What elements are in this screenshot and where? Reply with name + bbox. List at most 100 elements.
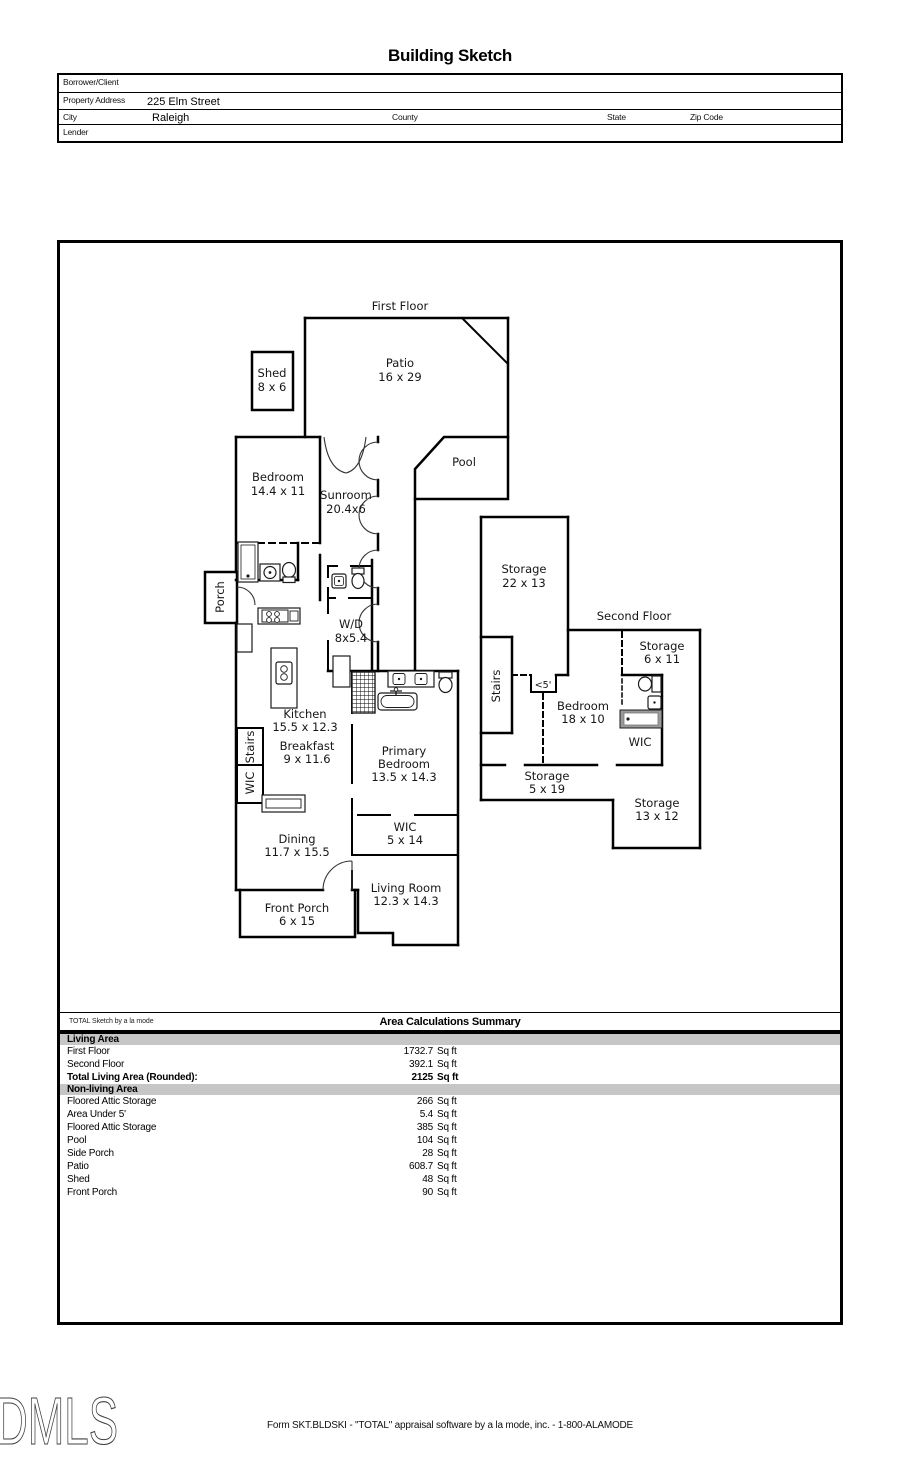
room-dims-patio: 16 x 29 [378, 370, 421, 384]
room-label-stairs2: Stairs [489, 670, 503, 703]
area-row: 385 Floored Attic Storage Sq ft [67, 1122, 457, 1133]
room-label-storage5: Storage [525, 769, 570, 783]
summary-title: Area Calculations Summary [379, 1016, 521, 1028]
kitchen-island-cooktop-icon [270, 647, 298, 709]
room-label-pool: Pool [452, 455, 476, 469]
double-vanity-icon [387, 670, 435, 688]
stove-icon [257, 607, 301, 625]
county-label: County [392, 112, 418, 122]
room-label-kitchen: Kitchen [283, 707, 326, 721]
room-dims-breakfast: 9 x 11.6 [283, 752, 330, 766]
front-door-arc [322, 860, 353, 891]
room-label-front-porch: Front Porch [265, 901, 329, 915]
form-footer: Form SKT.BLDSKI - "TOTAL" appraisal soft… [266, 1420, 634, 1431]
room-dims-primary: 13.5 x 14.3 [371, 770, 436, 784]
room-label-storage13: Storage [635, 796, 680, 810]
toilet-icon [438, 671, 453, 694]
sink-icon [259, 563, 281, 582]
bathtub-icon [377, 687, 418, 711]
area-row: 90 Front Porch Sq ft [67, 1187, 457, 1198]
zip-label: Zip Code [690, 112, 723, 122]
summary-divider [60, 1030, 840, 1034]
room-label-bedroom1: Bedroom [252, 470, 304, 484]
room-labels: First Floor Patio 16 x 29 Shed 8 x 6 Poo… [213, 299, 685, 928]
area-row: 28 Side Porch Sq ft [67, 1148, 457, 1159]
bathtub-icon [619, 709, 663, 729]
sink-icon [331, 573, 347, 589]
door-arcs [236, 436, 379, 891]
sink-icon [647, 695, 662, 710]
total-sketch-watermark: TOTAL Sketch by a la mode [69, 1018, 154, 1025]
second-floor-title: Second Floor [597, 609, 672, 623]
room-label-wic1: WIC [243, 772, 257, 795]
row-borrower: Borrower/Client [59, 75, 841, 92]
sketch-box: First Floor Patio 16 x 29 Shed 8 x 6 Poo… [57, 240, 843, 1325]
room-label-wic2: WIC [394, 820, 417, 834]
row-property-address: Property Address 225 Elm Street [59, 92, 841, 109]
state-label: State [607, 112, 626, 122]
room-label-living: Living Room [371, 881, 442, 895]
room-label-breakfast: Breakfast [280, 739, 335, 753]
toilet-icon [351, 567, 365, 590]
fridge-icon [332, 655, 351, 688]
property-address-label: Property Address [63, 95, 125, 105]
room-label-stairs1: Stairs [243, 731, 257, 764]
second-floor-fixtures [619, 675, 663, 729]
living-area-band: Living Area [60, 1034, 840, 1045]
room-dims-wd: 8x5.4 [335, 631, 367, 645]
room-dims-storage13: 13 x 12 [635, 809, 678, 823]
page-title: Building Sketch [388, 46, 512, 65]
toilet-icon [637, 675, 662, 693]
room-dims-shed: 8 x 6 [258, 380, 287, 394]
row-lender: Lender [59, 124, 841, 141]
room-label-storage6: Storage [640, 639, 685, 653]
area-row: 1732.7 First Floor Sq ft [67, 1046, 457, 1057]
room-label-sunroom: Sunroom [320, 488, 372, 502]
room-label-under5: <5' [535, 680, 552, 691]
area-row: 5.4 Area Under 5' Sq ft [67, 1109, 457, 1120]
room-label-wd: W/D [339, 617, 363, 631]
porch-door-arc [236, 586, 256, 606]
first-floor-walls [203, 316, 510, 947]
room-dims-storage22: 22 x 13 [502, 576, 545, 590]
svg-text:DMLS: DMLS [0, 1392, 118, 1454]
room-dims-sunroom: 20.4x6 [326, 502, 366, 516]
room-label-bedroom2: Bedroom [557, 699, 609, 713]
shower-icon [237, 541, 259, 583]
room-label-primary2: Bedroom [378, 757, 430, 771]
property-header-table: Borrower/Client Property Address 225 Elm… [57, 73, 843, 143]
row-city-county-state-zip: City Raleigh County State Zip Code [59, 109, 841, 124]
dmls-logo: DMLS [0, 1392, 119, 1454]
first-floor-title: First Floor [372, 299, 429, 313]
buffet-icon [261, 794, 306, 813]
city-value: Raleigh [152, 112, 190, 124]
room-dims-front-porch: 6 x 15 [279, 914, 315, 928]
room-dims-bedroom2: 18 x 10 [561, 712, 604, 726]
floor-plan-drawing: First Floor Patio 16 x 29 Shed 8 x 6 Poo… [203, 299, 702, 947]
first-floor-fixtures [236, 541, 453, 813]
area-row: 392.1 Second Floor Sq ft [67, 1059, 457, 1070]
lender-label: Lender [63, 127, 89, 137]
room-dims-dining: 11.7 x 15.5 [264, 845, 329, 859]
room-dims-wic2: 5 x 14 [387, 833, 423, 847]
sunroom-side-door-arcs [358, 441, 379, 643]
room-dims-storage5: 5 x 19 [529, 782, 565, 796]
room-dims-storage6: 6 x 11 [644, 652, 680, 666]
room-label-patio: Patio [386, 356, 414, 370]
area-row: 608.7 Patio Sq ft [67, 1161, 457, 1172]
second-floor-walls [479, 515, 702, 850]
shower-hatch-icon [351, 671, 376, 714]
area-row: 48 Shed Sq ft [67, 1174, 457, 1185]
room-label-wic3: WIC [629, 735, 652, 749]
property-address-value: 225 Elm Street [147, 96, 220, 108]
area-row: 266 Floored Attic Storage Sq ft [67, 1096, 457, 1107]
summary-header: TOTAL Sketch by a la mode Area Calculati… [60, 1012, 840, 1030]
nonliving-area-band: Non-living Area [60, 1084, 840, 1095]
toilet-icon [281, 561, 297, 584]
room-dims-kitchen: 15.5 x 12.3 [272, 720, 337, 734]
room-label-dining: Dining [278, 832, 315, 846]
room-label-storage22: Storage [502, 562, 547, 576]
borrower-label: Borrower/Client [63, 77, 119, 87]
room-dims-bedroom1: 14.4 x 11 [251, 484, 305, 498]
